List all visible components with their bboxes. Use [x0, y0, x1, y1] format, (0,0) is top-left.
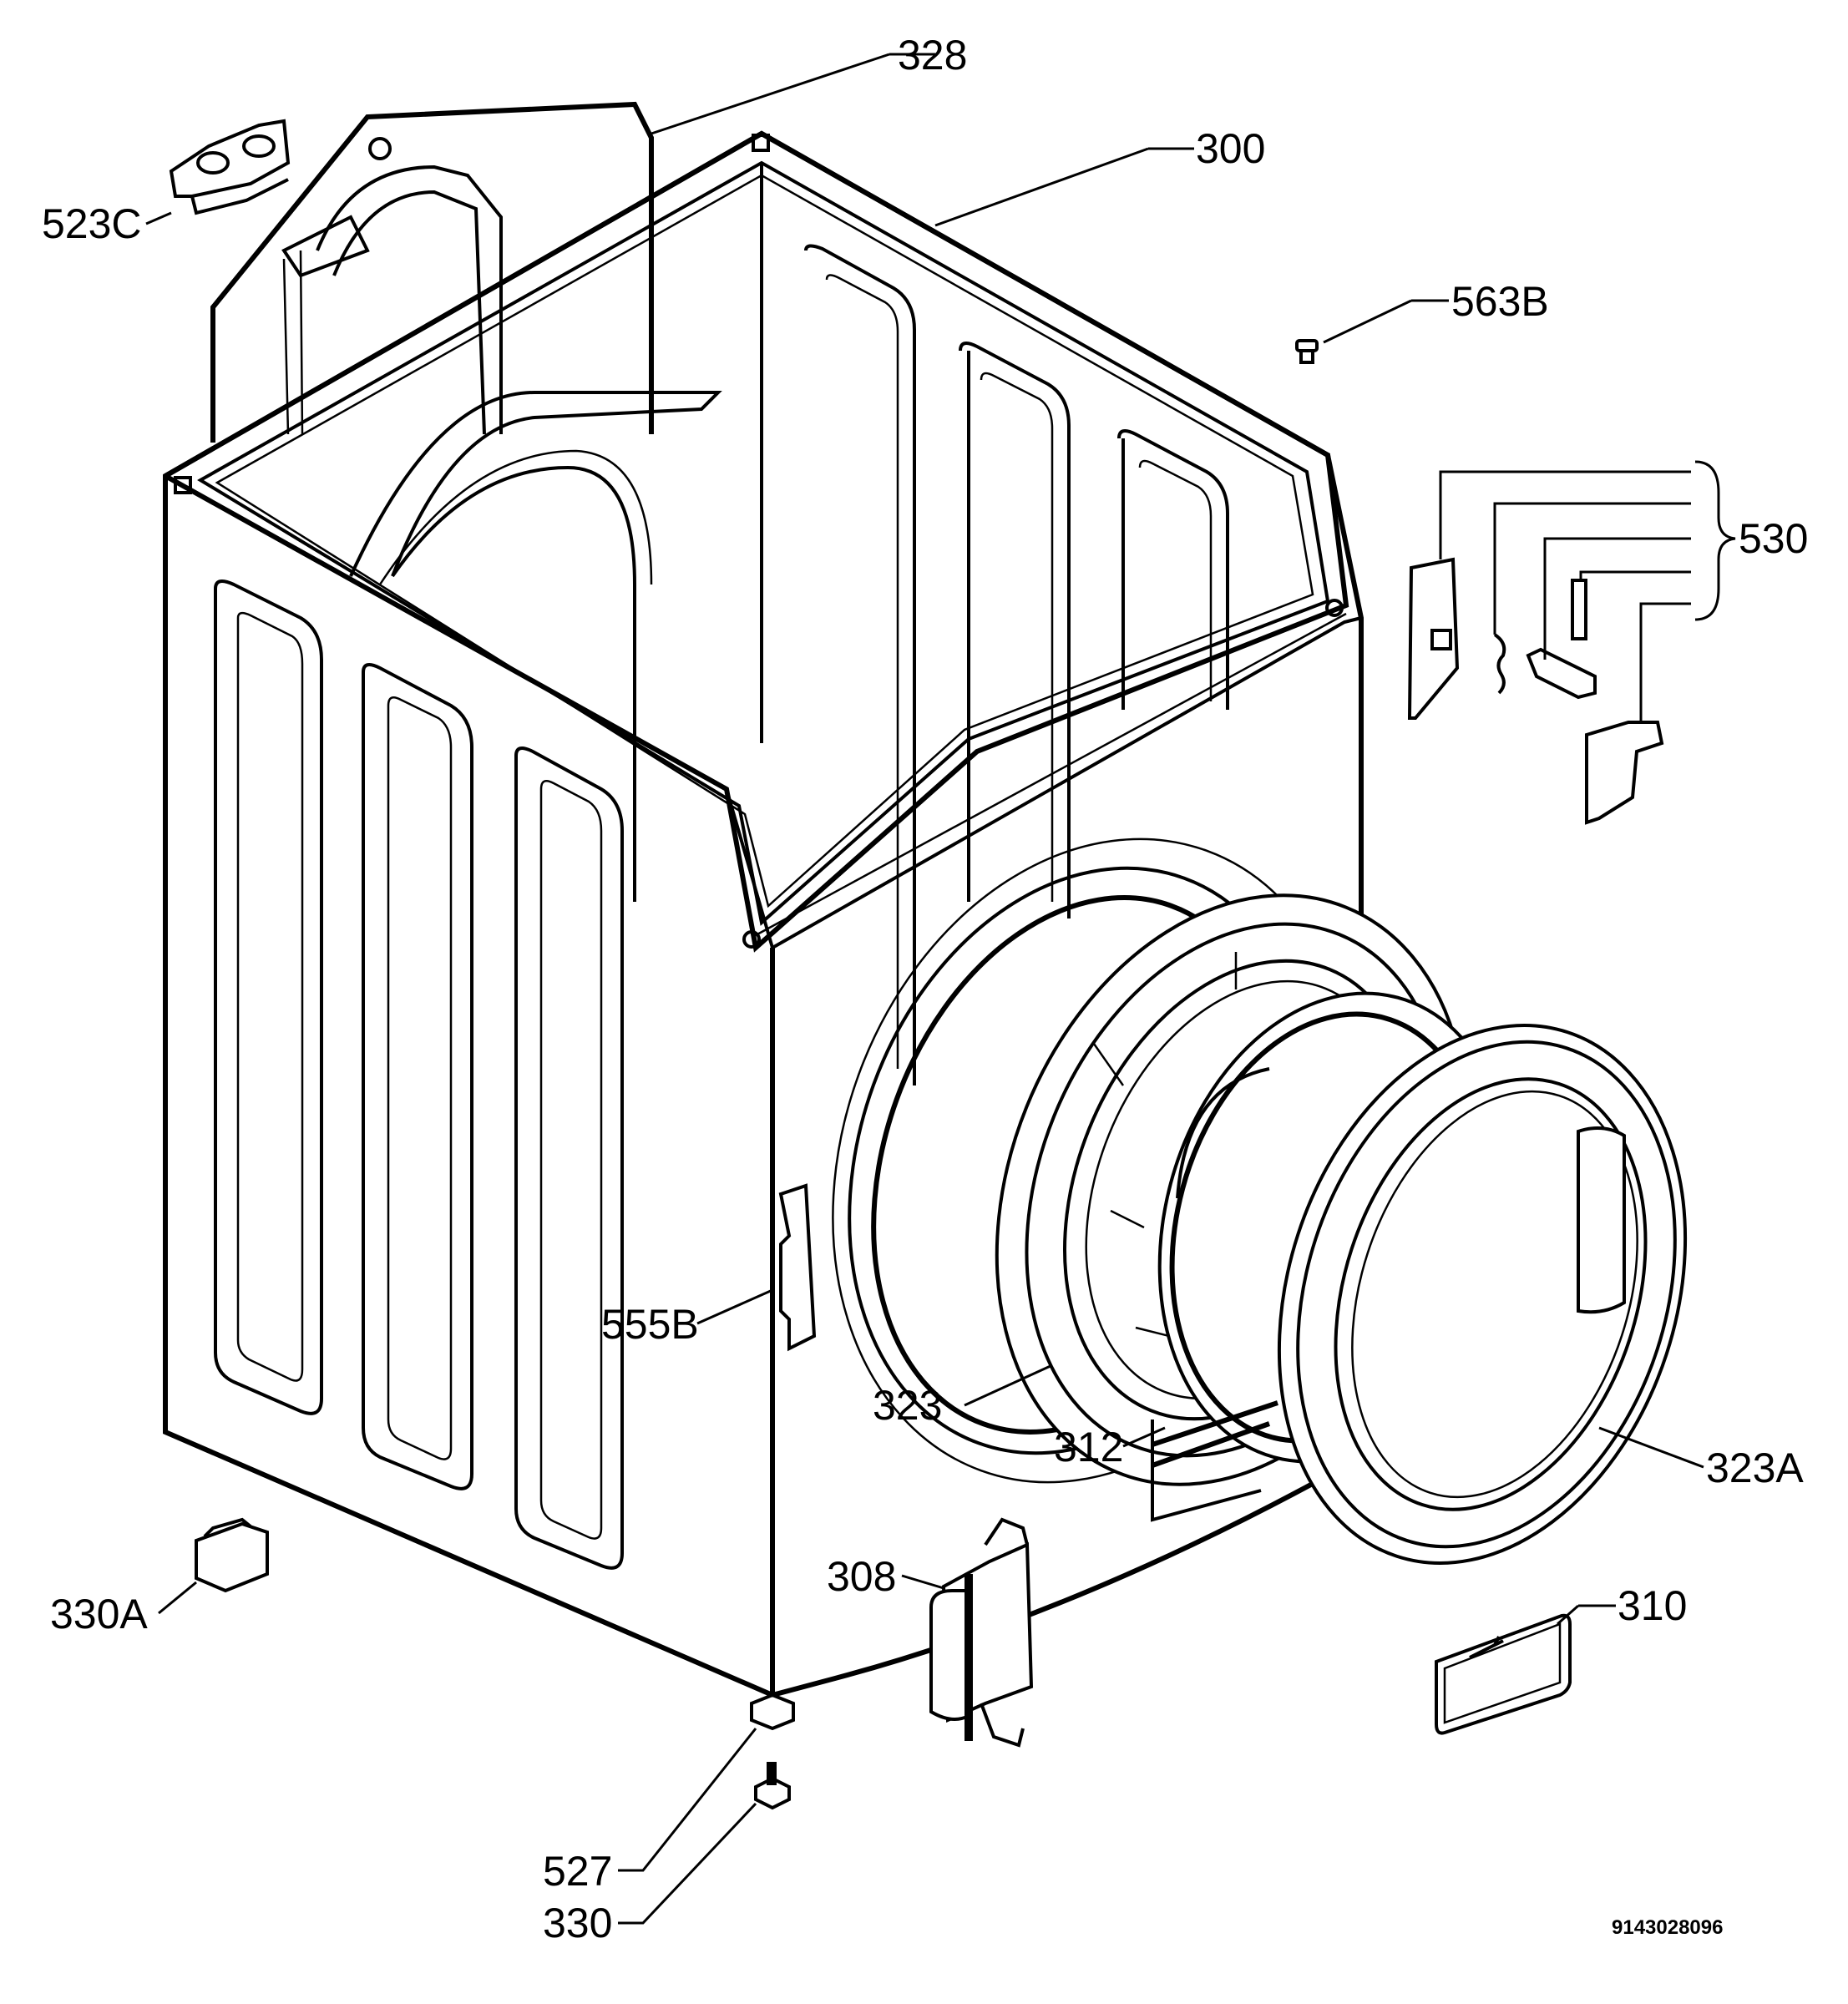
part-number-labels: 328 300 523C 563B 530 555B 323 312 323A … [42, 32, 1808, 1946]
rear-ribs [804, 244, 1229, 1086]
label-312: 312 [1054, 1424, 1123, 1470]
label-323: 323 [873, 1382, 942, 1429]
label-523C: 523C [42, 200, 142, 247]
clip-part-523C [169, 119, 291, 215]
flap-part-310 [1435, 1613, 1572, 1735]
label-300: 300 [1196, 125, 1265, 172]
label-323A: 323A [1706, 1445, 1804, 1491]
cover-part-555B [778, 1183, 817, 1352]
hinge-part-308 [929, 1517, 1034, 1748]
cap-part-330A [195, 1517, 269, 1593]
lock-assembly-part-530 [1407, 460, 1736, 825]
label-330A: 330A [50, 1591, 148, 1637]
door-part-323A [1277, 1024, 1688, 1565]
drawing-code: 9143028096 [1612, 1916, 1723, 1939]
nut-part-527 [750, 1693, 795, 1731]
leader-lines [145, 53, 1704, 1925]
label-310: 310 [1618, 1582, 1687, 1629]
label-530: 530 [1739, 515, 1808, 562]
label-555B: 555B [601, 1301, 699, 1348]
label-527: 527 [543, 1848, 612, 1895]
side-ribs [214, 579, 624, 1570]
label-328: 328 [898, 32, 967, 78]
label-308: 308 [827, 1553, 896, 1600]
foot-part-330 [754, 1762, 791, 1810]
label-330: 330 [543, 1900, 612, 1946]
cabinet-body [163, 130, 1364, 1698]
screw-part-563B [1295, 339, 1319, 364]
label-563B: 563B [1451, 278, 1549, 325]
